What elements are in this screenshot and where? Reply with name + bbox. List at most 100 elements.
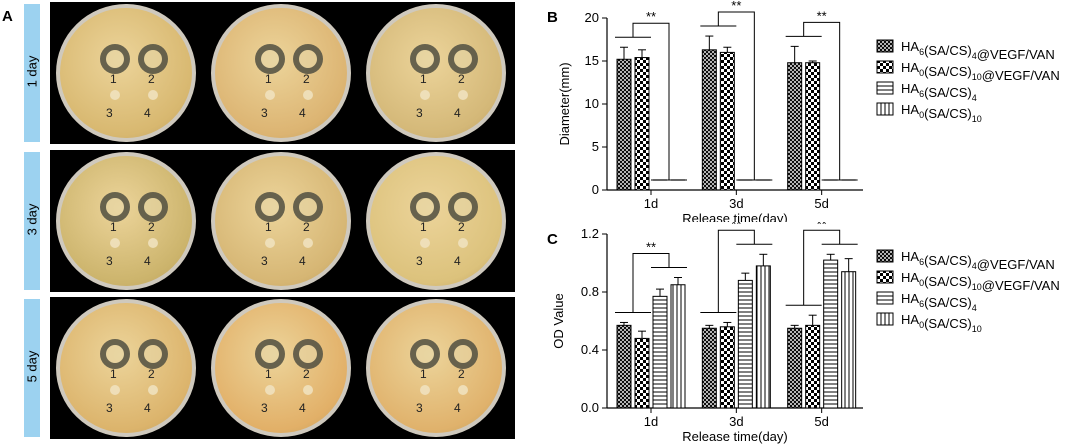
inhibition-zone [138, 44, 168, 74]
inhibition-zone [448, 192, 478, 222]
sig-bracket [803, 21, 841, 180]
x-tick-label: 5d [814, 196, 828, 211]
sig-bracket [717, 11, 755, 180]
well-number: 2 [458, 72, 465, 86]
bar [701, 49, 717, 191]
day-label: 5 day [24, 350, 40, 383]
x-tick-label: 5d [814, 414, 828, 429]
legend-label: HA6(SA/CS)4@VEGF/VAN [901, 39, 1055, 62]
well-number: 3 [261, 254, 268, 268]
sample-well [110, 385, 120, 395]
legend-swatch [876, 81, 894, 95]
inhibition-zone [255, 339, 285, 369]
legend-swatch [876, 270, 894, 284]
y-tick-label: 0 [592, 182, 599, 197]
inhibition-zone [448, 339, 478, 369]
well-number: 3 [416, 254, 423, 268]
significance-label: ** [731, 222, 741, 231]
sig-bracket [717, 229, 755, 313]
well-number: 2 [148, 72, 155, 86]
x-axis-label: Release time(day) [682, 211, 788, 222]
bar [670, 284, 686, 409]
well-number: 2 [303, 367, 310, 381]
well-number: 4 [454, 401, 461, 415]
y-tick-label: 20 [585, 10, 599, 25]
legend-swatch [876, 60, 894, 74]
legend-label: HA0(SA/CS)10 [901, 102, 982, 124]
well-number: 4 [144, 106, 151, 120]
sample-well [148, 90, 158, 100]
sample-well [303, 90, 313, 100]
y-tick-label: 15 [585, 53, 599, 68]
well-number: 1 [420, 220, 427, 234]
y-tick-label: 1.2 [581, 226, 599, 241]
plate-photo: 1 2 3 4 [205, 150, 360, 292]
inhibition-zone [293, 44, 323, 74]
bar [719, 326, 735, 409]
well-number: 1 [110, 367, 117, 381]
day-band [24, 299, 40, 437]
inhibition-zone [138, 339, 168, 369]
inhibition-zone [138, 192, 168, 222]
bar [616, 58, 632, 191]
well-number: 2 [148, 367, 155, 381]
bar [787, 62, 803, 191]
panel-letter-a: A [2, 8, 13, 25]
well-number: 3 [106, 254, 113, 268]
well-number: 2 [458, 367, 465, 381]
bar [755, 265, 771, 409]
sample-well [420, 238, 430, 248]
bar [616, 324, 632, 409]
inhibition-zone [410, 44, 440, 74]
bar [787, 327, 803, 409]
sample-well [458, 90, 468, 100]
well-number: 4 [454, 106, 461, 120]
sample-well [265, 385, 275, 395]
legend-label: HA6(SA/CS)4 [901, 81, 977, 103]
bar [823, 259, 839, 409]
sig-bracket [632, 22, 670, 180]
significance-label: ** [817, 222, 827, 231]
well-number: 1 [110, 220, 117, 234]
well-number: 3 [106, 106, 113, 120]
inhibition-zone [448, 44, 478, 74]
y-tick-label: 5 [592, 139, 599, 154]
bar [634, 337, 650, 409]
sample-well [420, 385, 430, 395]
well-number: 1 [420, 367, 427, 381]
sample-well [148, 238, 158, 248]
significance-label: ** [646, 9, 656, 24]
y-tick-label: 0.8 [581, 284, 599, 299]
significance-label: ** [731, 0, 741, 13]
well-number: 2 [303, 220, 310, 234]
legend-label: HA6(SA/CS)4@VEGF/VAN [901, 249, 1055, 272]
sample-well [458, 238, 468, 248]
inhibition-zone [100, 192, 130, 222]
y-axis-label: OD Value [551, 293, 566, 348]
y-axis-label: Diameter(mm) [557, 62, 572, 145]
sig-bracket [632, 253, 670, 313]
well-number: 2 [303, 72, 310, 86]
well-number: 4 [299, 254, 306, 268]
y-tick-label: 0.4 [581, 342, 599, 357]
well-number: 1 [265, 220, 272, 234]
inhibition-zone [255, 44, 285, 74]
sample-well [265, 238, 275, 248]
inhibition-zone [255, 192, 285, 222]
sample-well [148, 385, 158, 395]
significance-label: ** [817, 8, 827, 23]
sample-well [458, 385, 468, 395]
well-number: 4 [454, 254, 461, 268]
